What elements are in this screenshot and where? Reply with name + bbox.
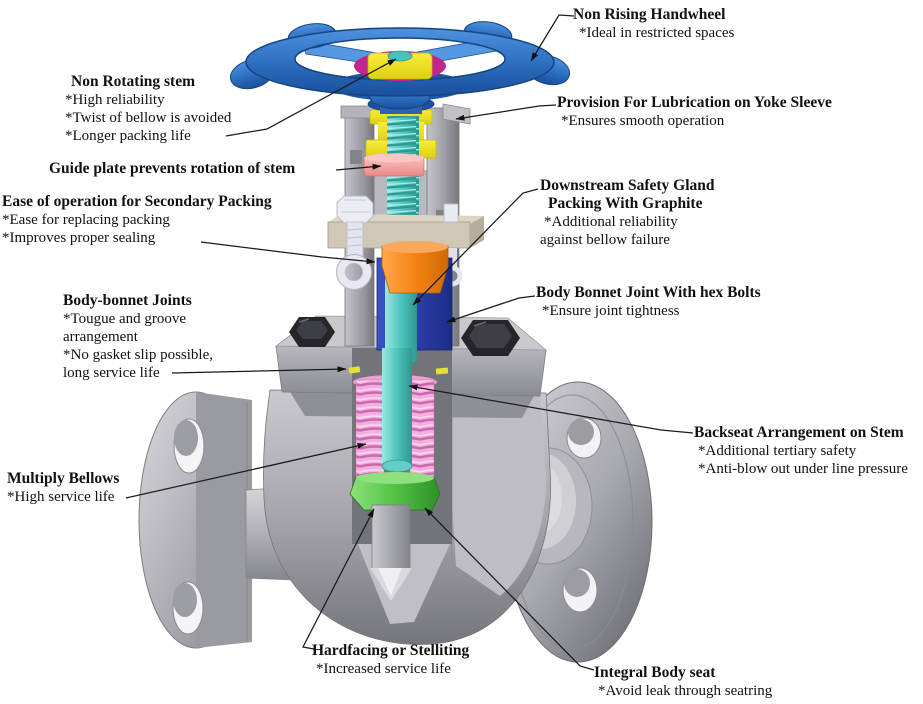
callout-guide-plate: Guide plate prevents rotation of stem	[49, 160, 295, 178]
callout-body-bonnet-joints: Body-bonnet Joints *Tougue and groove ar…	[63, 292, 213, 382]
hex-bolt-right	[461, 320, 520, 356]
callout-line: *Ease for replacing packing	[2, 212, 170, 228]
callout-title: Body Bonnet Joint With hex Bolts	[536, 284, 761, 301]
leader-backseat	[408, 384, 694, 434]
callout-title: Ease of operation for Secondary Packing	[2, 193, 272, 210]
callout-line: *Ideal in restricted spaces	[579, 25, 735, 41]
callout-line: *High reliability	[65, 92, 165, 108]
callout-title: Guide plate prevents rotation of stem	[49, 160, 296, 177]
stem-top	[387, 50, 413, 62]
callout-title: Integral Body seat	[594, 664, 716, 681]
callout-downstream-gland: Downstream Safety Gland Packing With Gra…	[540, 177, 715, 249]
callout-multiply-bellows: Multiply Bellows *High service life	[7, 470, 119, 506]
callout-line: *Avoid leak through seatring	[598, 683, 773, 699]
callout-title-line2: Packing With Graphite	[548, 195, 703, 212]
leader-body-bonnet-hex-bolts	[446, 295, 536, 323]
callout-title: Non Rising Handwheel	[573, 6, 726, 23]
callout-line: *Anti-blow out under line pressure	[698, 461, 908, 477]
callout-title: Multiply Bellows	[7, 470, 120, 487]
callout-title: Hardfacing or Stelliting	[312, 642, 470, 659]
leader-non-rotating-stem	[225, 58, 397, 137]
leader-hardfacing	[302, 508, 375, 650]
callout-provision-lubrication: Provision For Lubrication on Yoke Sleeve…	[557, 94, 832, 130]
flange-left	[138, 391, 254, 649]
callout-integral-body-seat: Integral Body seat *Avoid leak through s…	[594, 664, 772, 700]
callout-line: arrangement	[63, 329, 138, 345]
callout-non-rising-handwheel: Non Rising Handwheel *Ideal in restricte…	[573, 6, 734, 42]
callout-line: *Improves proper sealing	[2, 230, 156, 246]
leader-lines	[125, 14, 694, 671]
callout-title: Non Rotating stem	[71, 73, 195, 90]
callout-line: *Increased service life	[316, 661, 451, 677]
callout-non-rotating-stem: Non Rotating stem *High reliability *Twi…	[65, 73, 231, 145]
callout-body-bonnet-hex-bolts: Body Bonnet Joint With hex Bolts *Ensure…	[536, 284, 761, 320]
callout-line: *High service life	[7, 489, 115, 505]
seat-ring-green	[349, 472, 441, 511]
callout-line: *Ensures smooth operation	[561, 113, 725, 129]
leader-guide-plate	[335, 163, 382, 171]
callout-title: Body-bonnet Joints	[63, 292, 192, 309]
leader-non-rising-handwheel	[530, 14, 575, 62]
eyebolt-left	[336, 195, 374, 290]
valve-plug	[370, 504, 412, 601]
callout-title: Downstream Safety Gland	[540, 177, 715, 194]
stem-lower	[381, 348, 413, 473]
leader-multiply-bellows	[125, 442, 367, 499]
callout-line: long service life	[63, 365, 160, 381]
leader-downstream-gland	[412, 188, 539, 306]
callout-title: Backseat Arrangement on Stem	[694, 424, 904, 441]
gland-follower-orange	[381, 241, 449, 294]
callout-line: *Tougue and groove	[63, 311, 187, 327]
callout-line: *Longer packing life	[65, 128, 191, 144]
callout-line: against bellow failure	[540, 232, 670, 248]
leader-secondary-packing	[200, 241, 376, 265]
callout-hardfacing: Hardfacing or Stelliting *Increased serv…	[312, 642, 469, 678]
callout-secondary-packing: Ease of operation for Secondary Packing …	[2, 193, 272, 247]
leader-integral-body-seat	[424, 507, 595, 671]
callout-line: *Additional reliability	[544, 214, 678, 230]
leader-body-bonnet-joints	[171, 366, 347, 374]
callout-backseat: Backseat Arrangement on Stem *Additional…	[694, 424, 908, 478]
hex-bolt-left	[289, 317, 335, 347]
callout-line: *Ensure joint tightness	[542, 303, 680, 319]
callout-title: Provision For Lubrication on Yoke Sleeve	[557, 94, 832, 111]
callout-line: *No gasket slip possible,	[63, 347, 213, 363]
bonnet-gasket-markers	[348, 366, 449, 375]
leader-provision-lubrication	[455, 104, 557, 121]
callout-line: *Additional tertiary safety	[698, 443, 857, 459]
guide-plate-ring	[363, 153, 425, 177]
handwheel	[229, 21, 571, 114]
callout-line: *Twist of bellow is avoided	[65, 110, 232, 126]
